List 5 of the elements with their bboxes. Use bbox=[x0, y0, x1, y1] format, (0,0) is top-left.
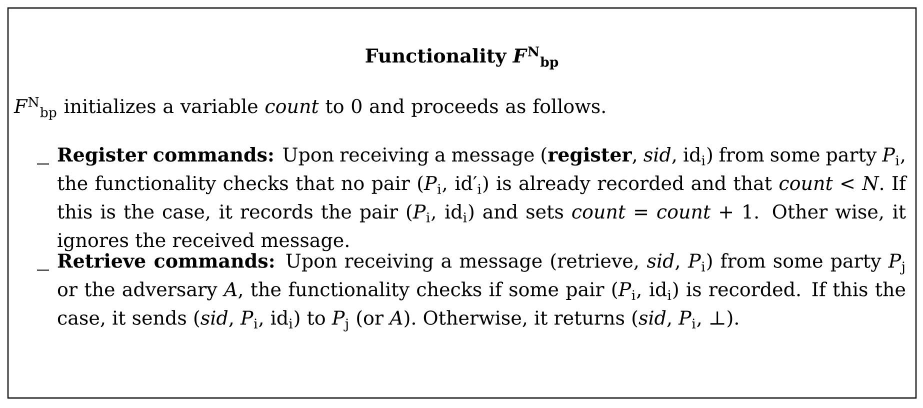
list-item: Retrieve commands: Upon receiving a message (retrieve, sid, P$_{i}$) from some party P$_{j}$ or the adversary A, the functionality checks if some pair (P$_{i}$, id$_{i}$) is recorded. If this the case, it sends (sid, P$_{i}$, id$_{i}$) to P$_{j}$ (or A). Otherwise, it returns (sid, P$_{i}$, ⊥). bbox=[36, 253, 906, 332]
list-item: Register commands: Upon receiving a message (register, sid, id$_{i}$) from some party P$_{i}$, the functionality checks that no pair (P$_{i}$, id′$_{i}$) is already recorded and that count < N. If this is the case, it records the pair (P$_{i}$, id$_{i}$) and sets count = count + 1. Other wise, it ignores the received message. bbox=[36, 147, 908, 252]
heading: Functionality F$^{N}$bp bbox=[366, 46, 558, 70]
intro-paragraph: F$^{N}$$_{bp}$ initializes a variable count to 0 and proceeds as follows. bbox=[14, 97, 605, 120]
functionality-box bbox=[7, 7, 917, 399]
